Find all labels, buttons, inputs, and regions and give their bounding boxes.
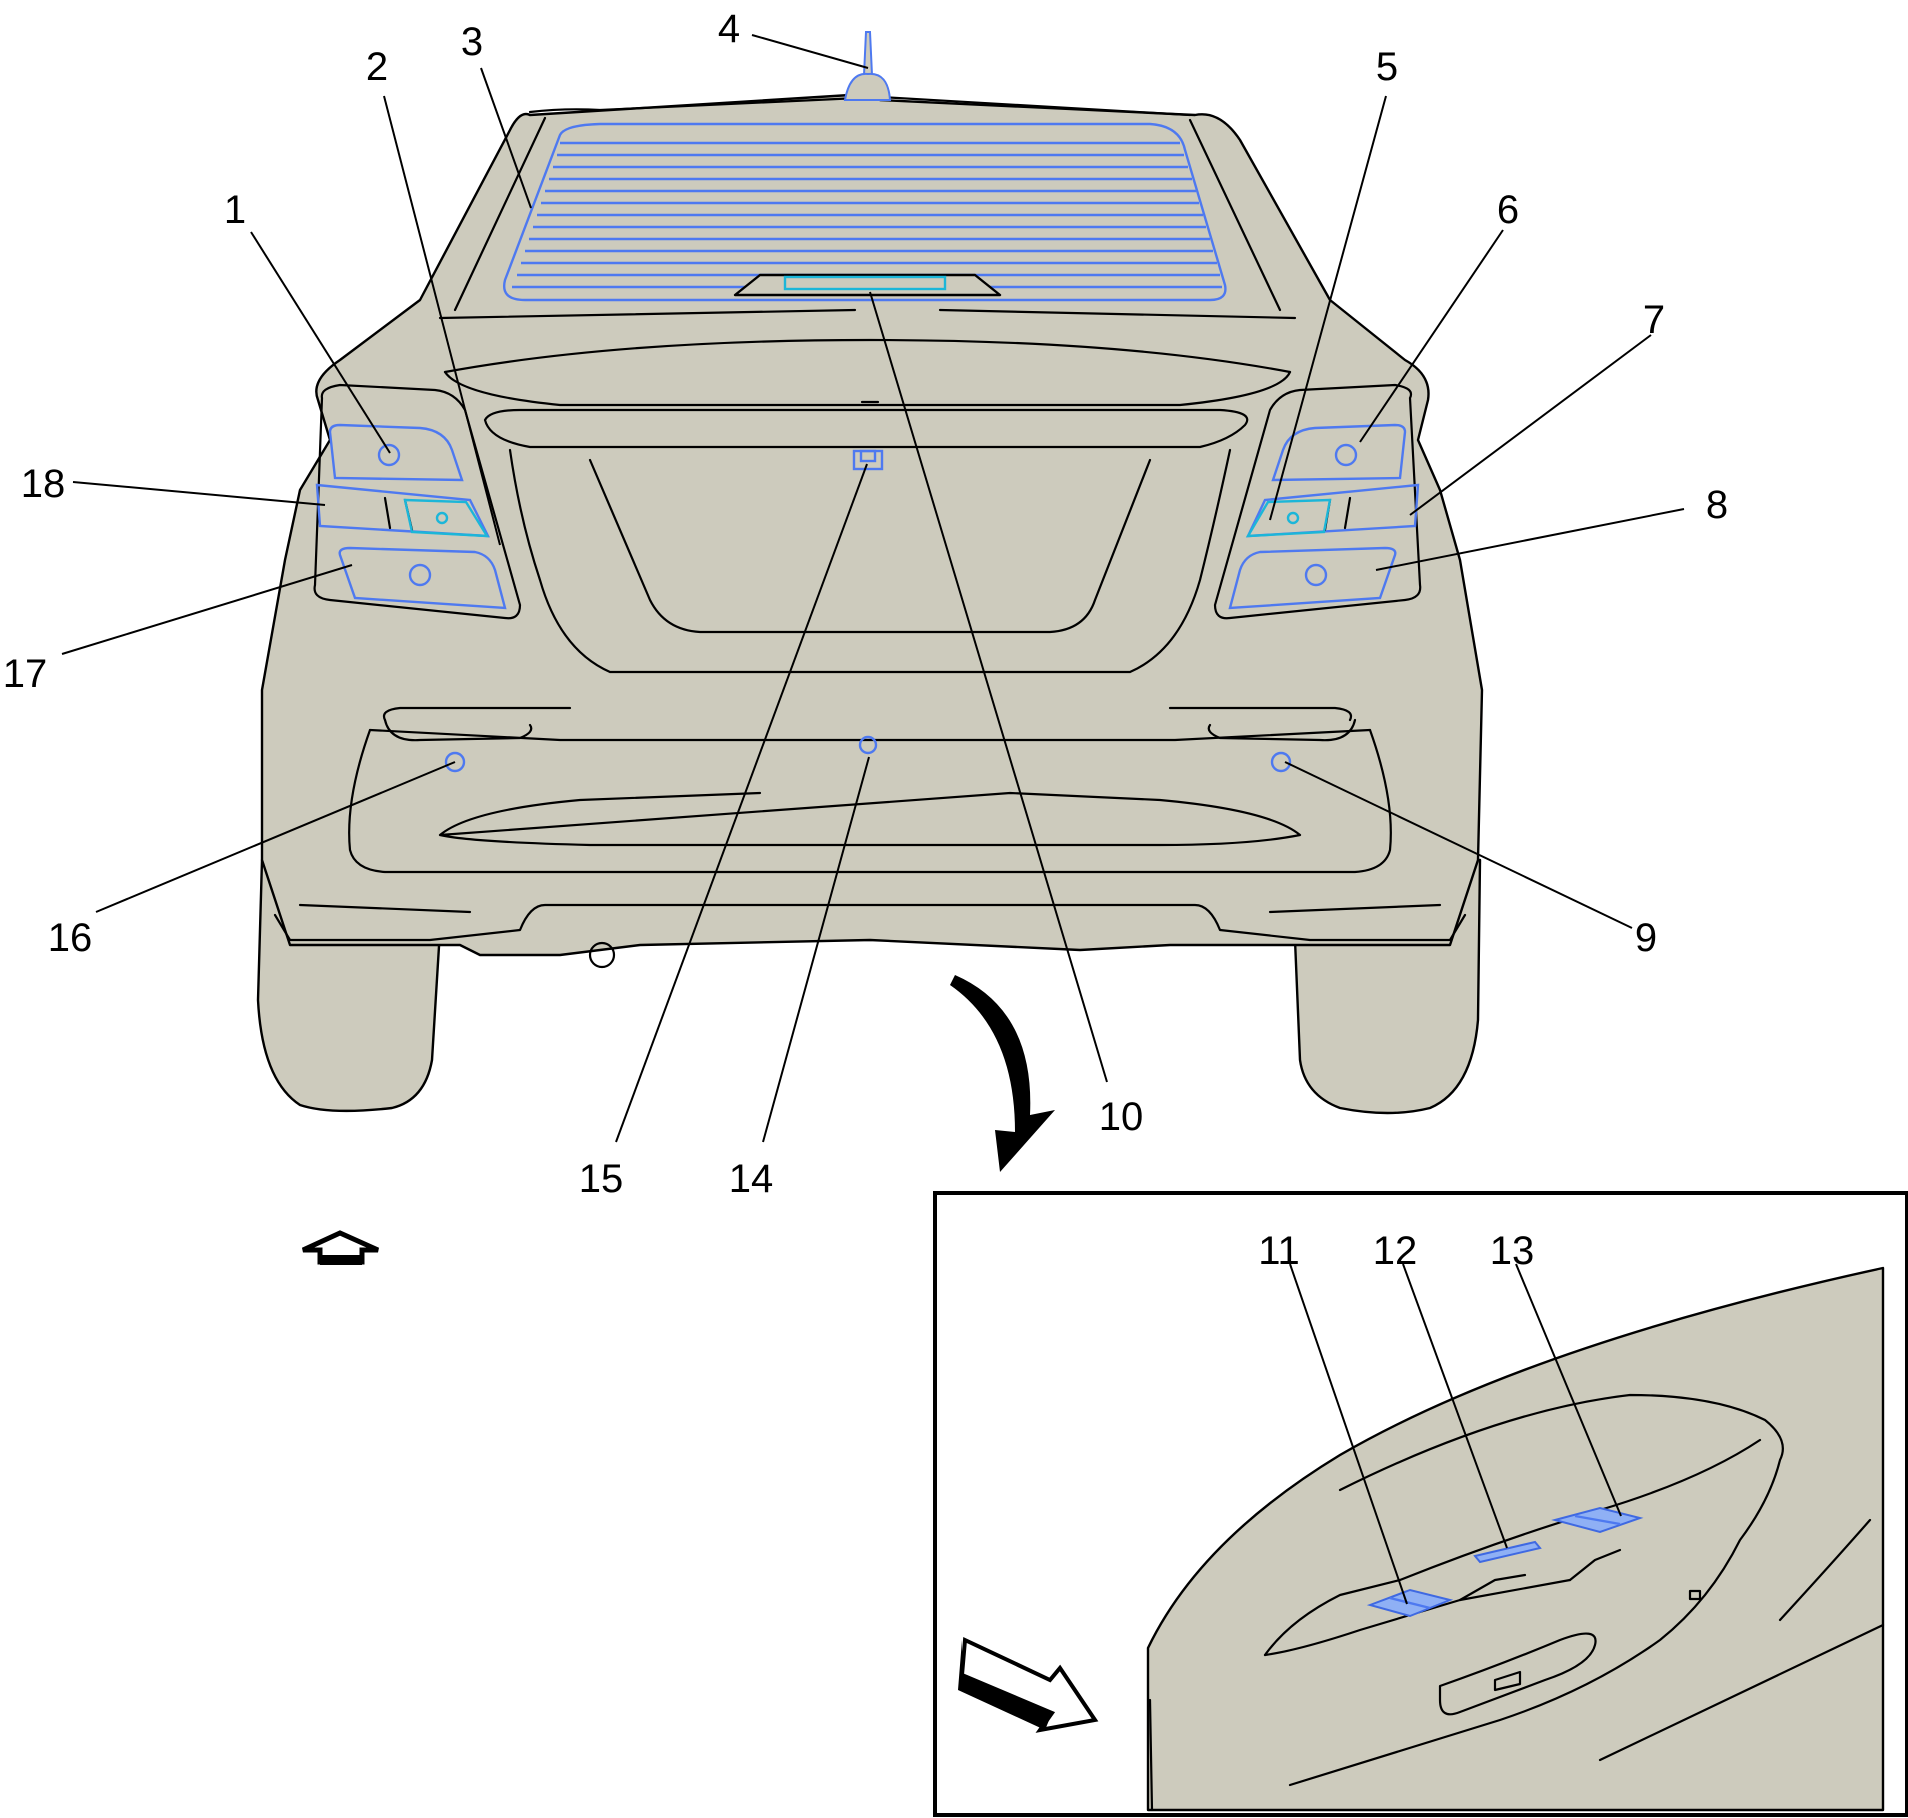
callout-labels: 1 2 3 4 5 6 7 8 9 10 11 12 13 14 15 16 1… xyxy=(3,7,1728,1273)
view-direction-arrow-icon xyxy=(958,1636,1099,1733)
callout-2: 2 xyxy=(366,45,388,89)
callout-1: 1 xyxy=(224,188,246,232)
callout-13: 13 xyxy=(1490,1229,1535,1273)
leader-lines xyxy=(61,34,1685,1605)
center-park-assist-sensor xyxy=(858,735,878,755)
callout-4: 4 xyxy=(718,7,740,51)
callout-12: 12 xyxy=(1373,1229,1418,1273)
callout-7: 7 xyxy=(1643,298,1665,342)
vehicle-body-outline xyxy=(260,93,1484,957)
callout-16: 16 xyxy=(48,916,93,960)
trailer-hitch xyxy=(588,941,616,969)
callout-10: 10 xyxy=(1099,1095,1144,1139)
left-backup-lamp xyxy=(403,498,490,538)
callout-17: 17 xyxy=(3,652,48,696)
callout-6: 6 xyxy=(1497,188,1519,232)
right-backup-lamp xyxy=(1245,498,1332,538)
right-lower-tail-lamp xyxy=(1228,546,1397,610)
rear-camera xyxy=(1473,1540,1542,1564)
left-park-assist-sensor xyxy=(444,751,466,773)
high-mount-stop-lamp xyxy=(783,275,947,291)
callout-18: 18 xyxy=(21,462,66,506)
rear-window-defogger-grid xyxy=(503,122,1227,302)
trunk-lid-detail-inset xyxy=(933,1191,1908,1817)
callout-15: 15 xyxy=(579,1157,624,1201)
callout-14: 14 xyxy=(729,1157,774,1201)
right-park-assist-sensor xyxy=(1270,751,1292,773)
callout-5: 5 xyxy=(1376,45,1398,89)
left-lower-tail-lamp xyxy=(338,546,507,610)
left-upper-tail-lamp xyxy=(328,423,464,482)
front-direction-arrow-icon xyxy=(301,1230,380,1265)
callout-8: 8 xyxy=(1706,483,1728,527)
right-upper-tail-lamp xyxy=(1271,423,1407,482)
detail-pointer-arrow-icon xyxy=(950,975,1055,1172)
vehicle-rear-view xyxy=(256,31,1484,1115)
callout-3: 3 xyxy=(461,20,483,64)
callout-9: 9 xyxy=(1635,916,1657,960)
callout-11: 11 xyxy=(1258,1229,1300,1273)
antenna xyxy=(843,31,892,101)
